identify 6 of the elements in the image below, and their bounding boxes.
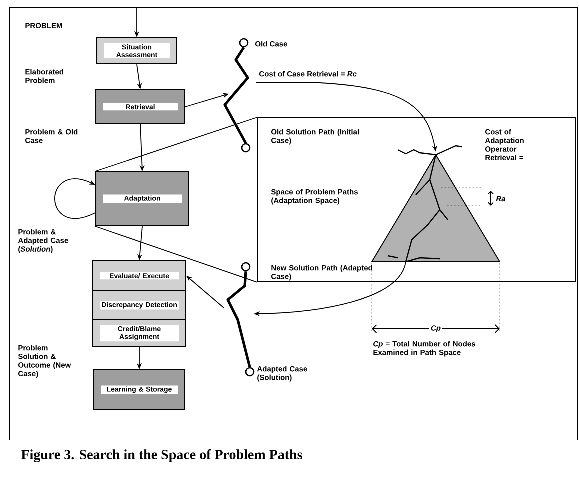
path-end-circle <box>241 262 251 272</box>
path-end-circle <box>241 143 251 153</box>
arrow <box>186 276 224 308</box>
caption: Figure 3. Search in the Space of Problem Paths <box>21 450 302 462</box>
arrow <box>54 178 96 219</box>
magnified-panel <box>258 118 576 282</box>
